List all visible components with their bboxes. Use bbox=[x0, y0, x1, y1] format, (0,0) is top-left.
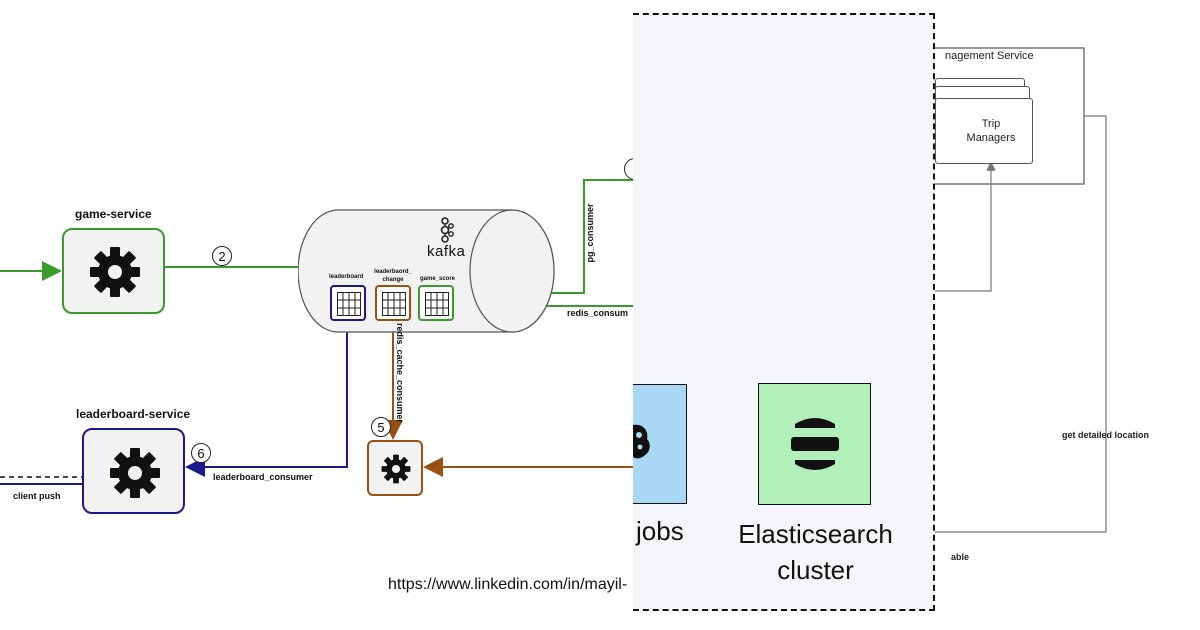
topic-label-game-score: game_score bbox=[420, 276, 456, 282]
kafka-logo-icon bbox=[440, 217, 454, 243]
trip-up-line bbox=[935, 161, 996, 292]
client-push-label: client push bbox=[13, 491, 61, 501]
elasticsearch-label: Elasticsearch cluster bbox=[738, 516, 893, 588]
jobs-node[interactable] bbox=[633, 384, 687, 504]
elasticsearch-label-line1: Elasticsearch bbox=[738, 519, 893, 549]
gear-icon bbox=[90, 247, 140, 297]
gear-icon bbox=[110, 448, 160, 498]
trip-managers-line2: Managers bbox=[966, 132, 1016, 144]
topic-leaderboard-change-grid bbox=[382, 292, 406, 316]
trip-managers-line1: Trip bbox=[981, 118, 1001, 130]
trip-service-title: nagement Service bbox=[945, 50, 1034, 62]
step-6-badge: 6 bbox=[191, 443, 211, 463]
edge-leaderboard-consumer bbox=[185, 322, 348, 477]
game-service-node[interactable] bbox=[62, 228, 165, 314]
cache-worker-node[interactable] bbox=[367, 440, 423, 496]
trip-location-line bbox=[935, 115, 1107, 533]
topic-label-leaderboard-change-text: leaderbaord_change bbox=[374, 269, 412, 283]
topic-game-score-grid bbox=[425, 292, 449, 316]
redis-consumer-label: redis_consum bbox=[567, 308, 629, 318]
kafka-label: kafka bbox=[427, 243, 466, 260]
topic-leaderboard bbox=[330, 285, 366, 321]
leaderboard-consumer-label: leaderboard_consumer bbox=[213, 472, 313, 482]
game-service-title: game-service bbox=[75, 207, 152, 221]
topic-label-leaderboard: leaderboard bbox=[329, 274, 364, 280]
gear-icon bbox=[381, 454, 411, 484]
pg-consumer-label: pg_consumer bbox=[585, 203, 595, 263]
redis-cache-consumer-label: redis_cache_consumer bbox=[395, 322, 405, 424]
topic-leaderboard-grid bbox=[337, 292, 361, 316]
jobs-label: jobs bbox=[636, 516, 684, 546]
overlay-panel bbox=[633, 13, 935, 611]
get-location-label: get detailed location bbox=[1062, 430, 1150, 440]
leaderboard-service-node[interactable] bbox=[82, 428, 185, 514]
leaderboard-service-title: leaderboard-service bbox=[76, 407, 191, 421]
footer-url[interactable]: https://www.linkedin.com/in/mayil- bbox=[388, 576, 628, 593]
able-label: able bbox=[951, 552, 970, 562]
jobs-logo-icon bbox=[633, 424, 650, 459]
topic-label-leaderboard-change: leaderbaord_change bbox=[374, 268, 412, 284]
elasticsearch-label-line2: cluster bbox=[777, 555, 854, 585]
topic-game-score bbox=[418, 285, 454, 321]
trip-managers-node[interactable]: Trip Managers bbox=[935, 98, 1033, 164]
elasticsearch-node[interactable] bbox=[758, 383, 871, 505]
step-5-badge: 5 bbox=[371, 417, 391, 437]
trip-managers-label: Trip Managers bbox=[936, 117, 1032, 145]
elasticsearch-logo-icon bbox=[791, 418, 839, 470]
topic-leaderboard-change bbox=[375, 285, 411, 321]
step-2-badge: 2 bbox=[212, 246, 232, 266]
